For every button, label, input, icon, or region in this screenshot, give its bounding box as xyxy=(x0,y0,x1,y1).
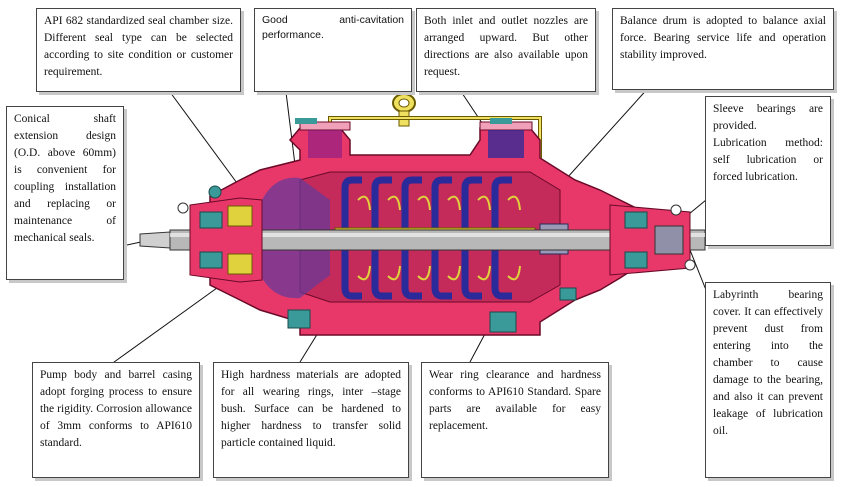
callout-wearing-rings: High hardness materials are adopted for … xyxy=(213,362,409,478)
callout-balance-drum: Balance drum is adopted to balance axial… xyxy=(612,8,834,90)
discharge-nozzle xyxy=(479,121,533,158)
callout-balance-drum-text: Balance drum is adopted to balance axial… xyxy=(620,15,826,61)
leader-pump-body xyxy=(109,274,236,366)
callout-pump-body: Pump body and barrel casing adopt forgin… xyxy=(32,362,200,478)
callout-pump-body-text: Pump body and barrel casing adopt forgin… xyxy=(40,369,192,449)
shaft xyxy=(139,229,706,251)
callout-wear-ring-clearance-text: Wear ring clearance and hardness conform… xyxy=(429,369,601,432)
callout-sleeve-bearings-text-1: Sleeve bearings are provided. xyxy=(713,103,823,132)
callout-wearing-rings-text: High hardness materials are adopted for … xyxy=(221,369,401,449)
non-drive-end-bearing-housing xyxy=(609,204,696,276)
callout-anti-cavitation: Good anti-cavitation performance. xyxy=(254,8,412,92)
impeller-stages xyxy=(341,176,521,300)
drive-end-bearing-housing xyxy=(177,185,263,283)
callout-wear-ring-clearance: Wear ring clearance and hardness conform… xyxy=(421,362,609,478)
callout-seal-chamber: API 682 standardized seal chamber size. … xyxy=(36,8,241,92)
callout-nozzles-text: Both inlet and outlet nozzles are arrang… xyxy=(424,15,588,78)
suction-nozzle xyxy=(299,121,351,158)
callout-labyrinth-text: Labyrinth bearing cover. It can effectiv… xyxy=(713,289,823,437)
pump-feet xyxy=(287,118,577,333)
callout-conical-shaft: Conical shaft extension design (O.D. abo… xyxy=(6,106,124,280)
callout-labyrinth: Labyrinth bearing cover. It can effectiv… xyxy=(705,282,831,478)
callout-conical-shaft-text: Conical shaft extension design (O.D. abo… xyxy=(14,113,116,244)
callout-seal-chamber-text: API 682 standardized seal chamber size. … xyxy=(44,15,233,78)
callout-sleeve-bearings: Sleeve bearings are provided. Lubricatio… xyxy=(705,96,831,246)
leader-labyrinth xyxy=(689,249,707,291)
leader-seal-chamber xyxy=(169,91,249,199)
callout-anti-cavitation-text: Good anti-cavitation performance. xyxy=(262,14,404,41)
lifting-eye xyxy=(392,93,416,127)
callout-sleeve-bearings-text-2: Lubrication method: self lubrication or … xyxy=(713,137,823,183)
callout-nozzles: Both inlet and outlet nozzles are arrang… xyxy=(416,8,596,92)
